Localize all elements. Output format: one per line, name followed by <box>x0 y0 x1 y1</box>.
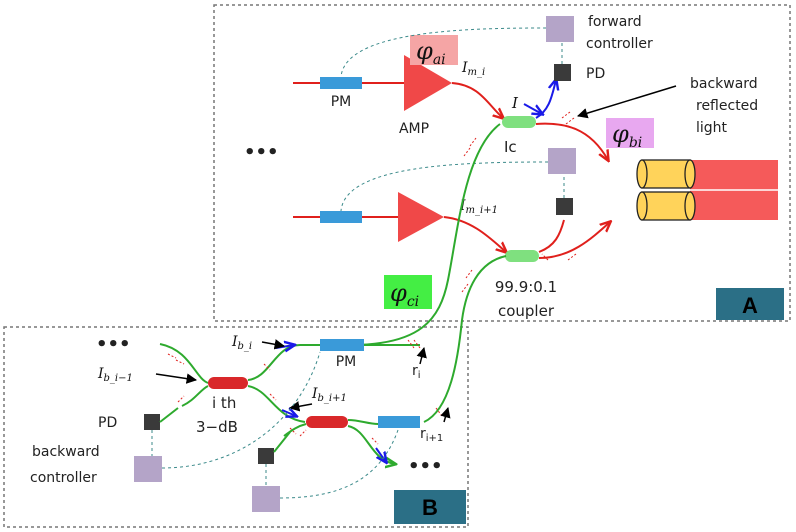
ib-im1-label: Ib_i−1 <box>97 366 133 384</box>
backward-reflected-line2: reflected <box>696 98 758 114</box>
ib-i1-label: Ib_i+1 <box>311 386 347 404</box>
amp-2 <box>398 192 444 242</box>
ith-label: i th <box>212 394 236 412</box>
ib-i-arrow <box>261 339 286 350</box>
coupler-ratio: 99.9:0.1 <box>495 278 557 296</box>
bundle-fiber-2-tip <box>684 191 696 221</box>
pd-a1-label: PD <box>586 66 605 82</box>
reflect-marks-green-2 <box>461 269 473 293</box>
ic-label: Ic <box>504 138 517 156</box>
pd-a1 <box>554 64 571 81</box>
fiber-green-to-coupler-2 <box>423 255 507 423</box>
blue-arrow-b3 <box>375 447 386 462</box>
controller-b2-pm-link <box>279 429 399 499</box>
amp-1 <box>404 55 452 111</box>
pm-a1 <box>320 77 362 89</box>
r-i1-arrow <box>440 406 451 423</box>
controller-pm-link-1 <box>340 27 547 78</box>
fiber-coupler2-pd2 <box>538 219 565 253</box>
fiber-b2-down <box>347 425 395 464</box>
r-i-label: ri <box>412 363 421 381</box>
reflect-marks-1 <box>561 111 575 125</box>
pd-b2-fiber <box>273 431 291 453</box>
pm-a1-label: PM <box>331 94 352 110</box>
reflect-marks-2 <box>541 253 577 261</box>
fiber-b2-up <box>347 419 379 425</box>
fiber-amp-coupler-1 <box>451 82 503 118</box>
ellipsis-a: ••• <box>244 142 279 163</box>
panel-b-label-box <box>394 490 466 524</box>
phi-ai-box <box>410 35 458 65</box>
panel-a-label: A <box>742 293 758 318</box>
backward-reflected-line3: light <box>696 120 728 136</box>
fiber-b-down <box>247 385 306 423</box>
pm-a2 <box>320 211 362 223</box>
ib-im1-arrow <box>155 373 198 384</box>
pm-b1-label: PM <box>336 354 357 370</box>
fiber-green-to-coupler-1 <box>349 123 501 346</box>
ib-i-label: Ib_i <box>231 334 252 352</box>
fiber-b-in2 <box>181 385 209 407</box>
bundle-fiber-1-tip <box>684 159 696 189</box>
pd-b2 <box>258 448 274 464</box>
controller-b2 <box>252 486 280 512</box>
amp-1-label: AMP <box>399 121 429 137</box>
pm-b2 <box>378 416 420 428</box>
pd-a2 <box>556 198 573 215</box>
backward-controller-line1: backward <box>32 444 100 460</box>
reflect-marks-b3 <box>289 407 443 445</box>
blue-arrow-b2 <box>281 410 296 416</box>
ib-i1-arrow <box>288 401 313 412</box>
pd-b1-label: PD <box>98 415 117 431</box>
pm-b1 <box>320 339 364 351</box>
fiber-coupler2-out <box>538 222 610 259</box>
fiber-amp-coupler-2 <box>443 216 506 252</box>
r-i1-label: ri+1 <box>420 426 443 444</box>
reflect-marks-b1 <box>167 353 277 403</box>
fiber-b2-in <box>283 423 307 437</box>
coupler-b-next <box>306 416 348 428</box>
coupler-b-ith <box>208 377 248 389</box>
phi-bi-box <box>606 118 654 148</box>
bundle-fiber-2-end <box>636 191 648 221</box>
panel-b: B ••• ••• φci i th 3−dB Ib_i−1 Ib_i PM <box>3 123 507 528</box>
phi-ci: φci <box>390 279 419 310</box>
i-arrow <box>523 103 542 114</box>
fiber-b-input <box>159 343 209 384</box>
ellipsis-b-left: ••• <box>96 334 131 355</box>
bundle-fiber-1-end <box>636 159 648 189</box>
three-db-label: 3−dB <box>196 418 238 436</box>
bundle-fiber-1 <box>641 159 691 189</box>
ellipsis-b-right: ••• <box>408 456 443 477</box>
im-i-label: Im_i <box>461 60 485 78</box>
pd-b1 <box>144 414 160 430</box>
i-label: I <box>511 94 519 112</box>
backward-controller-line2: controller <box>30 470 97 486</box>
reflect-marks-green-1 <box>463 137 477 157</box>
phi-bi: φbi <box>612 120 642 151</box>
forward-controller-line2: controller <box>586 36 653 52</box>
coupler-a1 <box>502 116 536 128</box>
reflect-marks-b2 <box>407 339 421 349</box>
backward-reflected-line1: backward <box>690 76 758 92</box>
bundle-fiber-2 <box>641 191 691 221</box>
panel-a: A ••• PM AMP φai Im_i I Ic PD forward co… <box>213 4 791 322</box>
fiber-b-up <box>247 344 320 381</box>
forward-controller-line1: forward <box>588 14 642 30</box>
r-i-arrow <box>416 346 427 365</box>
controller-a2 <box>548 148 576 174</box>
phi-ci-box <box>384 275 432 309</box>
panel-a-label-box <box>716 288 784 320</box>
coupler-a2 <box>505 250 539 262</box>
fiber-coupler1-out <box>535 122 608 160</box>
coupler-word: coupler <box>498 302 555 320</box>
panel-b-label: B <box>422 495 438 520</box>
forward-controller <box>546 16 574 42</box>
backward-controller <box>134 456 162 482</box>
phi-ai: φai <box>416 37 446 68</box>
backward-reflected-arrow <box>576 85 677 119</box>
pd-b1-fiber <box>159 407 179 423</box>
